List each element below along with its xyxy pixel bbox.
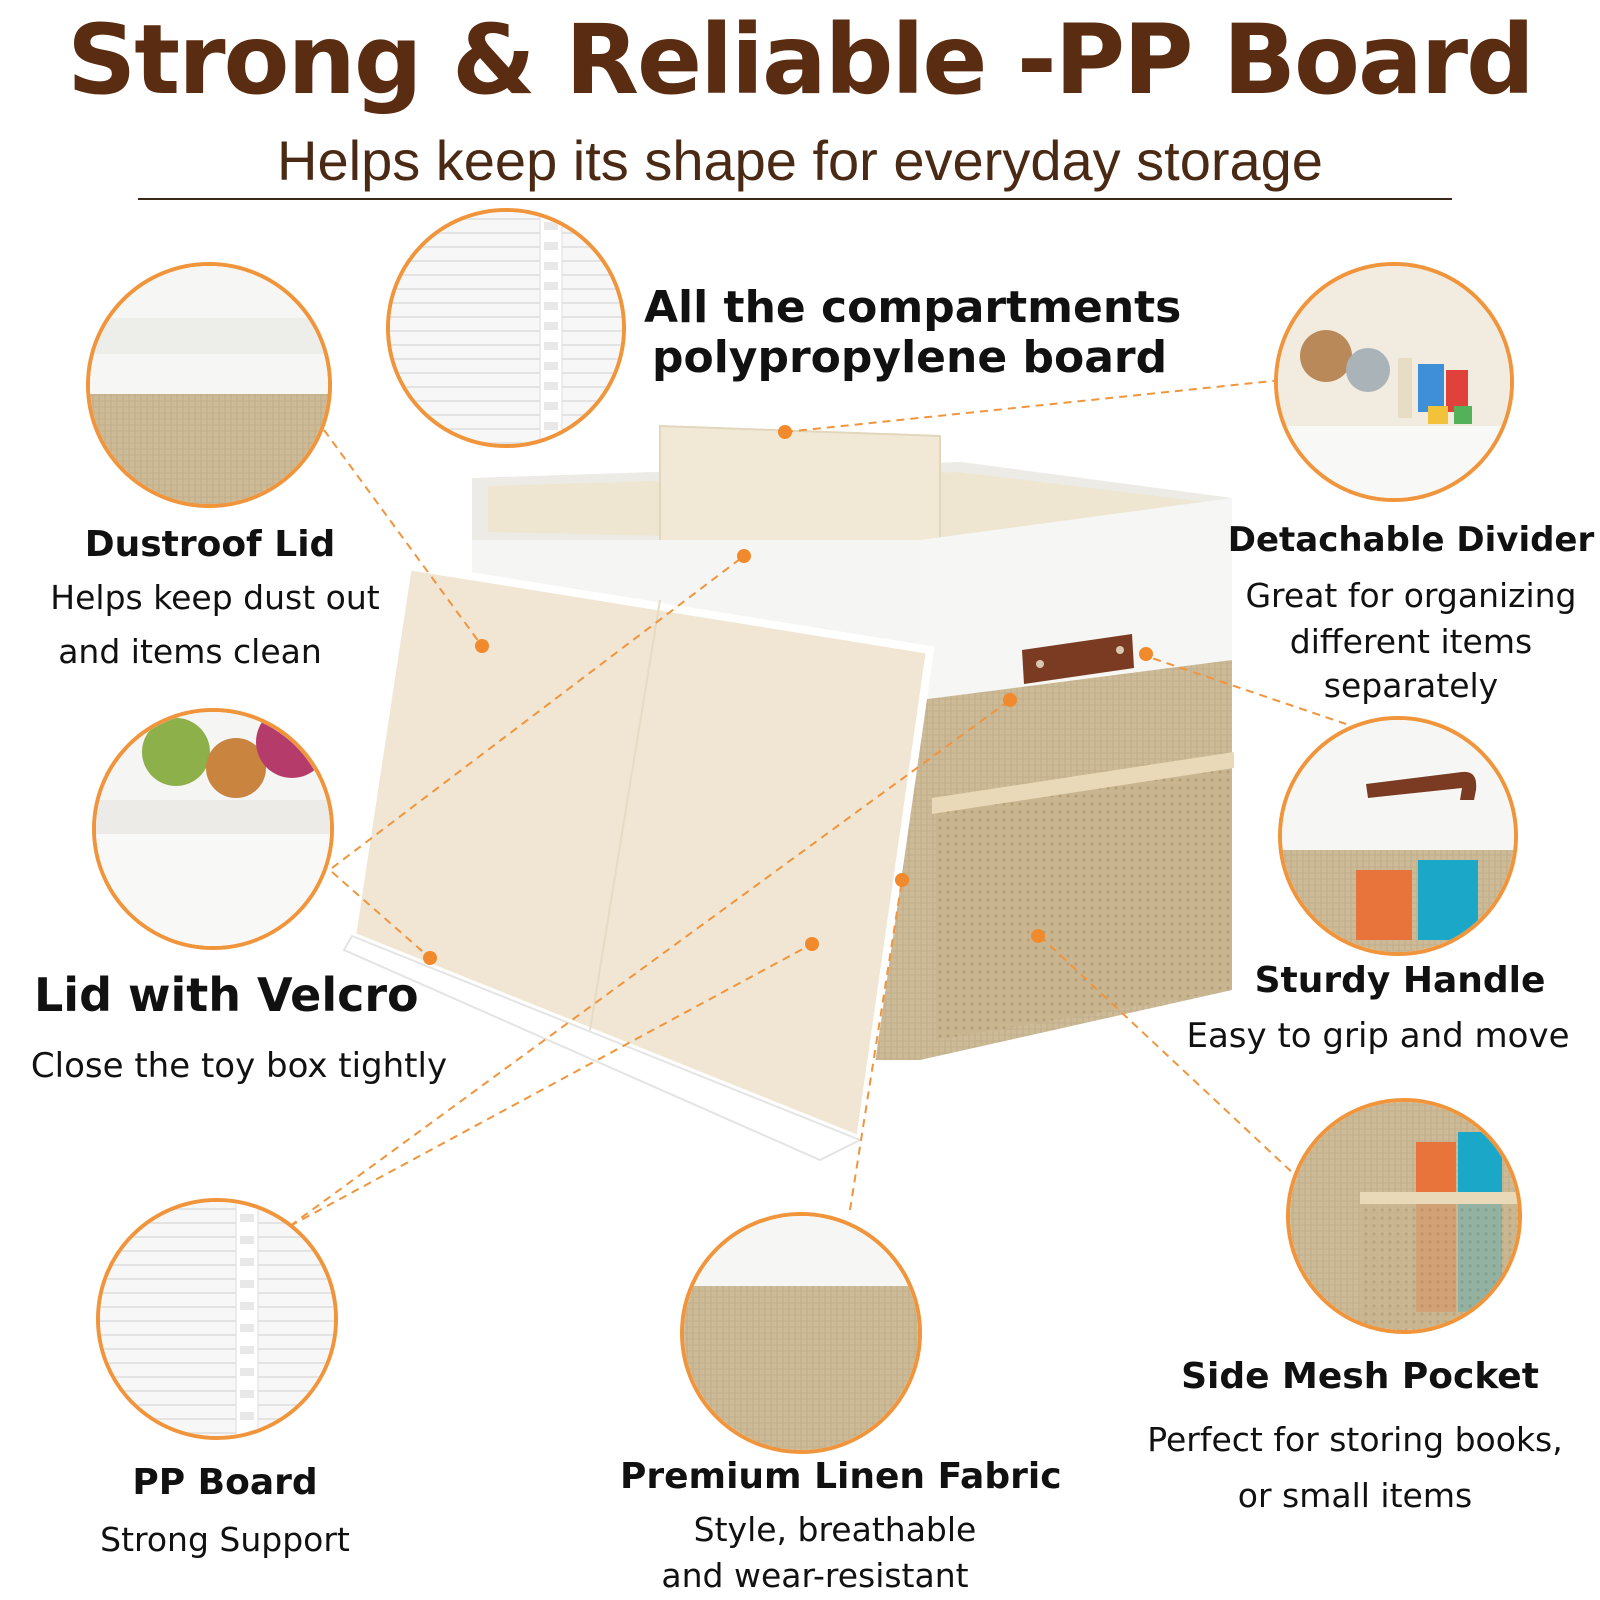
mesh-pocket-photo xyxy=(1286,1098,1522,1334)
mesh-pocket xyxy=(936,762,1232,1040)
mesh-line1: Perfect for storing books, xyxy=(1147,1420,1563,1459)
linen-line1: Style, breathable xyxy=(693,1510,977,1549)
pp-board-heading: PP Board xyxy=(132,1462,318,1503)
divider-heading: Detachable Divider xyxy=(1227,520,1595,560)
box-side-white xyxy=(920,498,1232,700)
pp-board-edge-photo xyxy=(386,208,626,448)
handle-icon xyxy=(1366,771,1477,800)
linen-fabric-photo xyxy=(680,1212,922,1454)
page-subtitle: Helps keep its shape for everyday storag… xyxy=(277,129,1323,192)
linen-heading: Premium Linen Fabric xyxy=(620,1456,1062,1497)
divider-line2: different items xyxy=(1289,622,1533,661)
velcro-lid-photo xyxy=(92,708,334,950)
dust-lid-photo xyxy=(86,262,332,508)
velcro-line1: Close the toy box tightly xyxy=(30,1046,448,1086)
leader-lines xyxy=(289,379,1347,1227)
callout-dot xyxy=(737,549,751,563)
divider-line3: separately xyxy=(1323,666,1499,705)
callout-dot xyxy=(1003,693,1017,707)
handle-photo xyxy=(1278,716,1518,956)
mesh-line2: or small items xyxy=(1237,1476,1473,1515)
callout-dot xyxy=(1031,929,1045,943)
handle-strap xyxy=(1022,634,1134,684)
pp-board-photo xyxy=(96,1198,338,1440)
callout-dot xyxy=(778,425,792,439)
callout-dot xyxy=(423,951,437,965)
mesh-pocket-band xyxy=(932,752,1234,814)
toy-frog-icon xyxy=(142,718,210,786)
linen-line2: and wear-resistant xyxy=(661,1556,969,1595)
velcro-heading: Lid with Velcro xyxy=(34,968,419,1022)
handle-line1: Easy to grip and move xyxy=(1186,1016,1570,1056)
teddy-bear-icon xyxy=(1300,330,1352,382)
mesh-heading: Side Mesh Pocket xyxy=(1181,1356,1539,1397)
elephant-icon xyxy=(1346,348,1390,392)
handle-heading: Sturdy Handle xyxy=(1254,960,1546,1001)
compartments-label-line1: All the compartments xyxy=(644,282,1182,333)
dust-lid-line1: Helps keep dust out xyxy=(50,578,380,617)
toy-fox-icon xyxy=(206,738,266,798)
page-title: Strong & Reliable -PP Board xyxy=(67,4,1535,116)
dust-lid-heading: Dustroof Lid xyxy=(84,524,336,565)
divider-line1: Great for organizing xyxy=(1245,576,1577,615)
callout-dot xyxy=(805,937,819,951)
lid-edge xyxy=(342,934,863,1162)
callout-dot xyxy=(475,639,489,653)
title-divider xyxy=(138,198,1452,200)
divider-photo xyxy=(1274,262,1514,502)
callout-dot xyxy=(1139,647,1153,661)
pp-board-line1: Strong Support xyxy=(100,1520,350,1559)
compartments-label-line2: polypropylene board xyxy=(652,332,1168,383)
callout-dot xyxy=(895,873,909,887)
dust-lid-line2: and items clean xyxy=(58,632,322,671)
